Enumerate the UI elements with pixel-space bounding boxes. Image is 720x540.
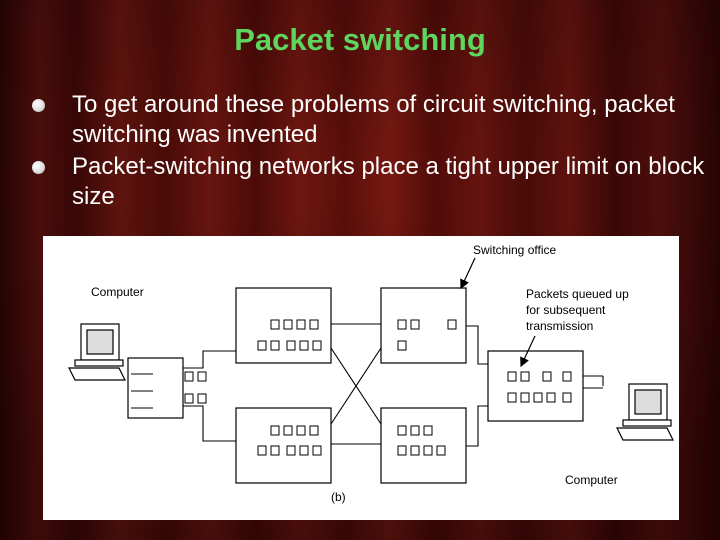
bullet-text: To get around these problems of circuit … [72,91,675,148]
computer-right-icon [616,383,674,441]
annotation-arrows [460,257,536,368]
figure-caption: (b) [331,490,346,504]
computer-left-icon [68,323,126,381]
packet-switching-diagram: Switching office Computer Packets queued… [43,236,679,520]
label-switching-office: Switching office [473,243,556,257]
label-packets-queued-1: Packets queued up [526,287,629,301]
label-packets-queued-3: transmission [526,319,593,333]
label-computer-right: Computer [565,473,618,487]
switch-box-left [127,357,184,419]
network-links [183,323,604,447]
bullet-text: Packet-switching networks place a tight … [72,153,705,210]
left-host-links [131,373,153,409]
bullet-item: To get around these problems of circuit … [30,90,710,150]
switch-box-right [487,350,584,422]
bullet-icon [32,99,45,112]
bullet-item: Packet-switching networks place a tight … [30,152,710,212]
label-computer-left: Computer [91,285,144,299]
slide-title: Packet switching [234,22,486,57]
label-packets-queued-2: for subsequent [526,303,606,317]
packet-queues [184,319,572,456]
switch-box-top-center-left [235,287,332,364]
bullet-list: To get around these problems of circuit … [30,90,710,214]
switch-box-bottom-center-left [235,407,332,484]
bullet-icon [32,161,45,174]
